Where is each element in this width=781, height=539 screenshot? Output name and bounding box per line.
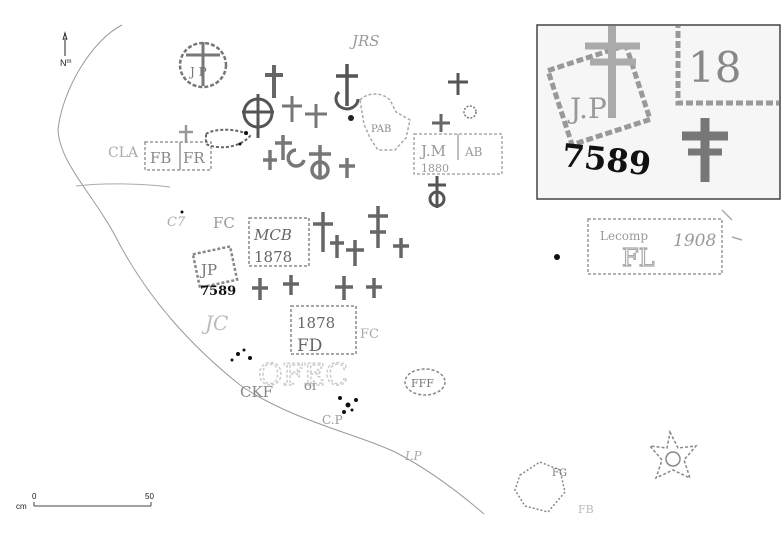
- inscription-ofec: OFEC: [258, 358, 348, 393]
- scale-bar: cm 0 50: [16, 492, 154, 511]
- inscription-mcb: MCB: [253, 226, 292, 244]
- inset-inscription-jp: J.P: [567, 92, 607, 125]
- inscription-fc-a: FC: [213, 214, 235, 232]
- cross-circle-symbol: [242, 94, 274, 138]
- inscription-ab: AB: [464, 145, 483, 159]
- gallows-symbols: [263, 135, 355, 180]
- star-figure: [648, 429, 698, 480]
- inscription-pab: PAB: [371, 124, 391, 135]
- monogram-jp-top: J P: [178, 41, 228, 89]
- inscription-lecomp: Lecomp: [600, 229, 648, 243]
- inscription-c7: C7: [167, 215, 186, 230]
- inscription-fb: FB: [150, 149, 171, 167]
- inscription-1908: 1908: [673, 231, 716, 251]
- cross-symbol: [448, 73, 468, 95]
- detail-inset: 18 J.P 7589: [536, 24, 781, 200]
- anchor-cross-symbol: [334, 64, 360, 111]
- inscription-1880: 1880: [421, 162, 449, 175]
- cross-symbol: [432, 114, 450, 132]
- cross-symbol: [179, 125, 193, 143]
- inscription-fd: FD: [297, 336, 322, 356]
- inscription-fb-low: FB: [578, 503, 594, 516]
- scale-unit: cm: [16, 502, 27, 511]
- flower-symbol: [463, 105, 477, 119]
- inscription-cp: C.P: [322, 413, 343, 427]
- inset-inscription-18: 18: [688, 43, 741, 92]
- oval-inscription-fff: FFF: [404, 368, 446, 396]
- inscription-jrs: JRS: [349, 32, 380, 50]
- monogram-jp-text: J P: [188, 65, 207, 79]
- inscription-jp-mid: JP: [199, 261, 217, 279]
- inscription-fg: FG: [552, 468, 567, 479]
- animal-figure-pab: PAB: [359, 93, 411, 151]
- inscription-fr: FR: [183, 149, 205, 167]
- framed-inscription-mcb: MCB 1878: [248, 217, 310, 267]
- svg-text:Nm: Nm: [60, 58, 72, 68]
- inscription-1878b: 1878: [297, 314, 335, 332]
- inscription-oi: oi: [304, 379, 316, 394]
- framed-inscription-fbfr: FB FR: [144, 141, 212, 171]
- cross-row-symbols: [252, 206, 409, 300]
- black-mark-clusters: [180, 131, 560, 414]
- dot-mark: [348, 115, 354, 121]
- cross-symbol: [282, 96, 327, 128]
- inscription-fff: FFF: [411, 377, 434, 390]
- framed-monogram-jp-mid: JP: [191, 244, 239, 290]
- rock-crack-line: [75, 183, 171, 188]
- inscription-fl: FL: [622, 244, 655, 272]
- inscription-ckf: CKF: [240, 383, 273, 401]
- scratched-figure-fg: FG: [514, 461, 567, 513]
- framed-inscription-fl-1908: Lecomp FL 1908: [587, 209, 743, 275]
- inscription-jm: J.M: [419, 142, 446, 160]
- scale-max: 50: [145, 492, 154, 501]
- fish-figure: [205, 128, 252, 149]
- inscription-1878a: 1878: [254, 248, 292, 266]
- inscription-ip: I.P: [404, 449, 423, 463]
- framed-inscription-jm-ab: J.M AB 1880: [413, 133, 503, 175]
- north-label-sup: m: [67, 59, 72, 65]
- inscription-cla: CLA: [108, 145, 139, 161]
- scale-min: 0: [32, 492, 37, 501]
- inscription-fc-b: FC: [360, 327, 379, 342]
- inscription-jc: JC: [201, 311, 228, 335]
- anchor-cross-symbol: [428, 176, 446, 208]
- inscription-7589: 7589: [200, 284, 236, 299]
- north-arrow: Nm: [60, 31, 72, 68]
- framed-inscription-1878-fd: 1878 FD: [290, 305, 357, 356]
- inset-inscription-7589: 7589: [560, 136, 653, 183]
- cross-symbol: [265, 65, 283, 98]
- rock-edge-line: [57, 24, 485, 515]
- north-label: N: [60, 58, 67, 68]
